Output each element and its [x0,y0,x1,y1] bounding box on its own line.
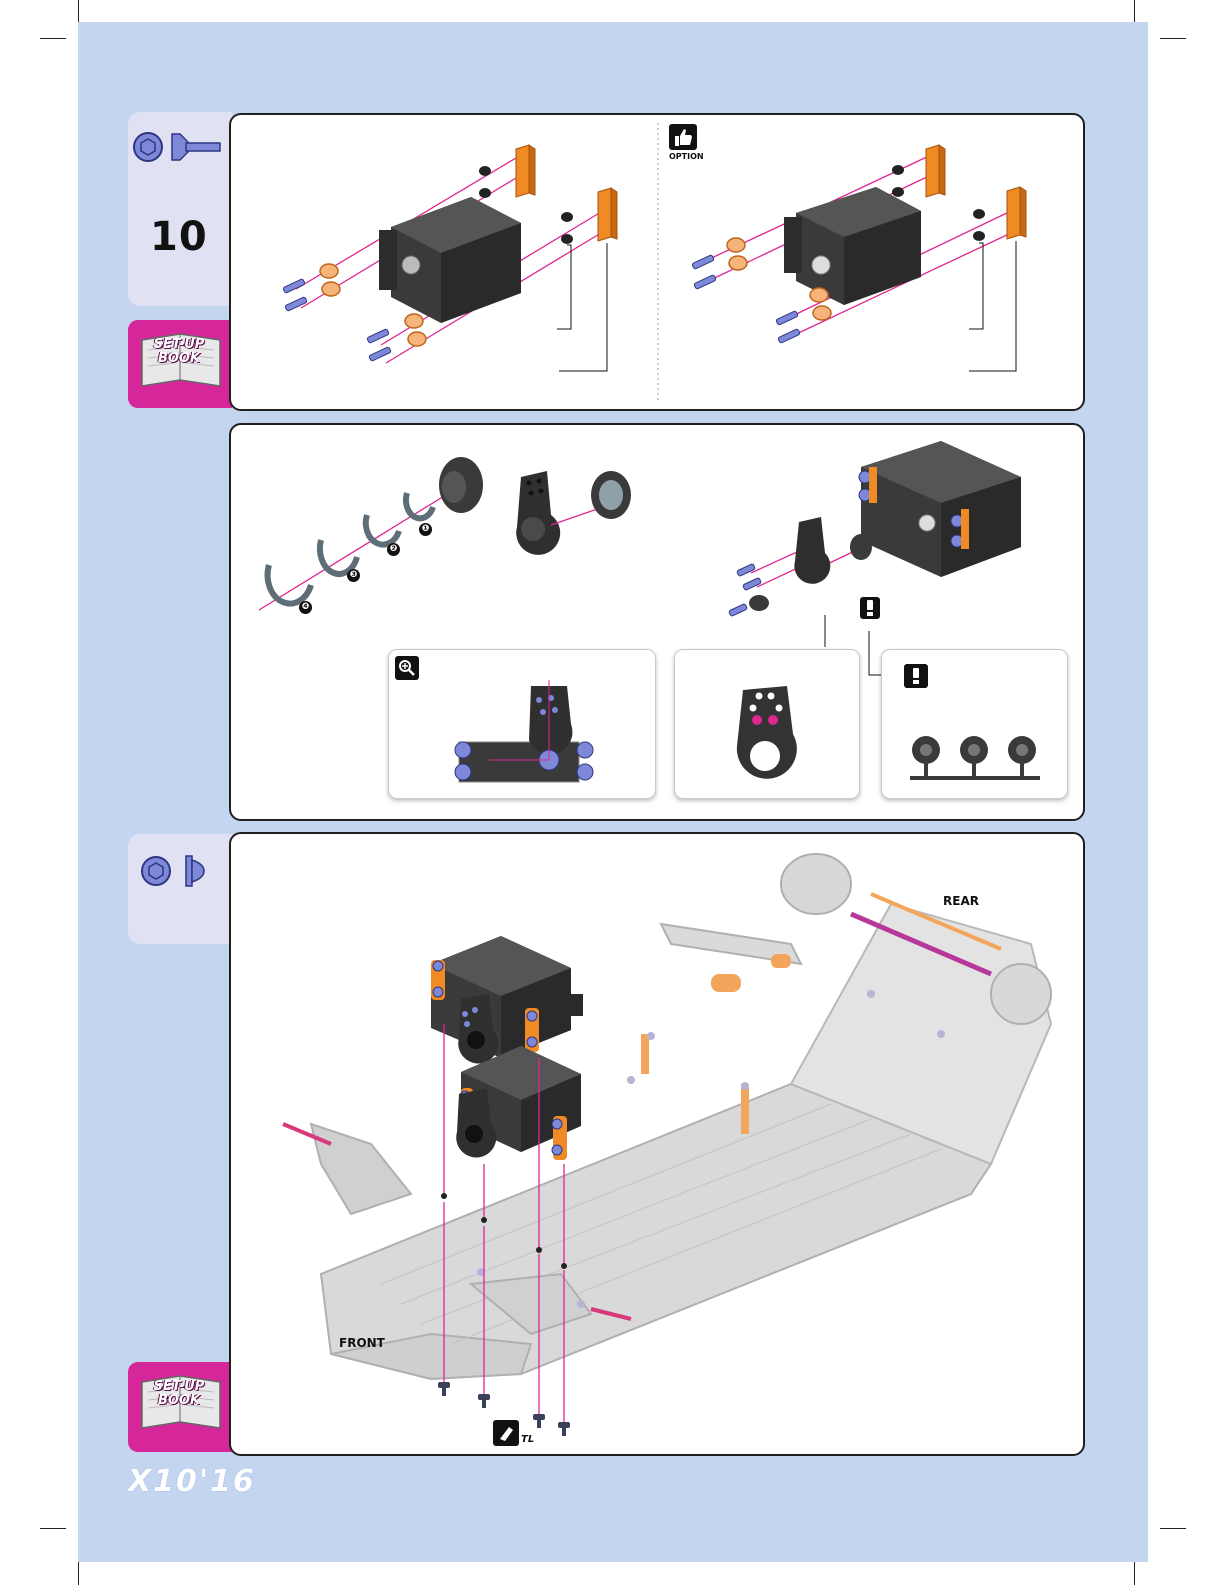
servo-with-horn [721,437,1041,637]
flat-head-hex-screw-icon [130,128,225,168]
servo-horn-angle-detail [449,680,609,790]
step-number: ❹ [299,601,312,614]
servo-exploded-left [271,135,651,395]
warning-subpanel [881,649,1068,799]
button-head-hex-screw-icon [134,852,220,892]
thread-lock-icon [493,1420,519,1446]
setup-book-label: SET-UP BOOK [140,338,218,366]
front-label: FRONT [339,1336,385,1350]
setup-book-label: SET-UP BOOK [140,1380,218,1408]
setup-book-label-line2: BOOK [158,351,200,366]
horn-holes-subpanel [674,649,860,799]
setup-book-label-line2: BOOK [158,1393,200,1408]
detail-subpanel [388,649,656,799]
thread-lock-label: TL [521,1434,534,1445]
servo-horn-holes [731,682,807,792]
crop-mark [40,38,66,39]
panel-divider [657,115,659,409]
step-panel-servo-mounts: OPTION [229,113,1085,411]
crop-mark [1160,38,1186,39]
step-number: ❶ [419,523,432,536]
crop-mark [1134,1562,1135,1585]
step-panel-servo-saver: ❶ ❷ ❸ ❹ [229,423,1085,821]
servo-horn-assembly [511,465,641,565]
rear-label: REAR [943,894,979,908]
servo-saver-springs [249,445,509,625]
crop-mark [1134,0,1135,22]
magnifier-plus-icon [395,656,419,680]
setup-book-label-line1: SET-UP [154,337,205,352]
crop-mark [78,0,79,22]
step-panel-chassis-install: REAR FRONT TL [229,832,1085,1456]
crop-mark [1160,1528,1186,1529]
exclamation-icon [904,664,928,688]
spring-caps-sprue [904,734,1046,790]
setup-book-label-line1: SET-UP [154,1379,205,1394]
part-quantity: 10 [150,214,208,260]
step-number: ❸ [347,569,360,582]
crop-mark [40,1528,66,1529]
chassis-illustration [231,834,1083,1454]
crop-mark [78,1562,79,1585]
step-number: ❷ [387,543,400,556]
product-logo: X10'16 [128,1464,256,1499]
servo-exploded-right [686,135,1066,395]
